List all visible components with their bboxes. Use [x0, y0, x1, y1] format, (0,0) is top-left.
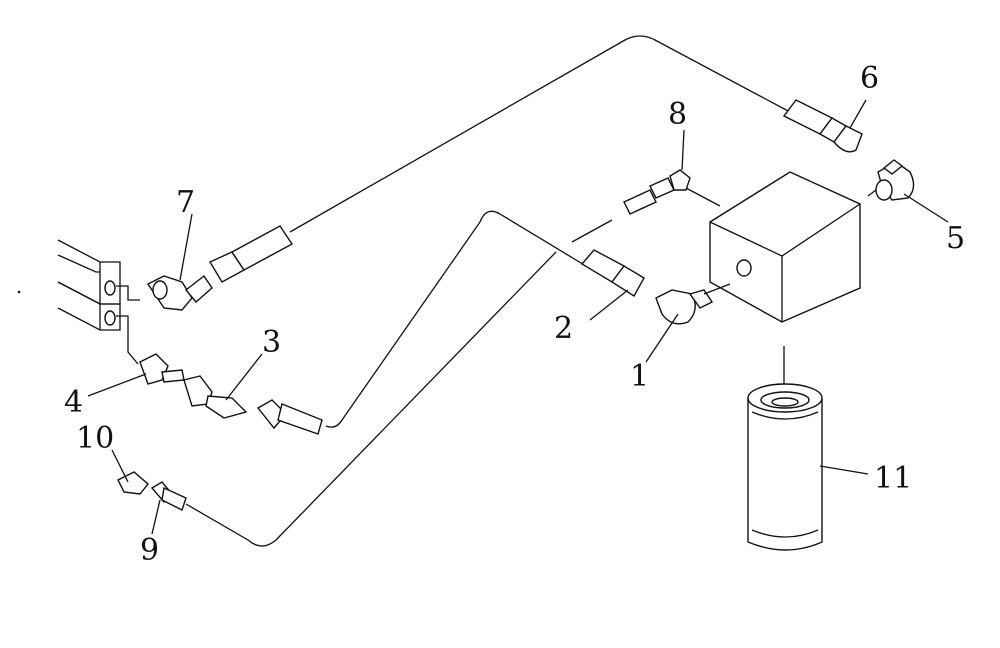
hose-end-3	[256, 399, 323, 435]
callout-8: 8	[668, 97, 687, 132]
hose-end-2	[580, 249, 645, 297]
callout-9: 9	[140, 533, 159, 568]
callout-1: 1	[630, 359, 649, 394]
hose-bottom	[185, 251, 557, 547]
callout-11: 11	[874, 461, 912, 496]
hose-end-6	[782, 99, 863, 153]
elbow-fitting-5	[875, 159, 915, 201]
callout-3: 3	[262, 325, 281, 360]
hose-middle	[325, 210, 587, 428]
fitting-10	[117, 471, 149, 495]
fitting-9	[150, 481, 187, 511]
callout-4: 4	[64, 385, 83, 420]
callout-7: 7	[176, 185, 195, 220]
callout-6: 6	[860, 61, 879, 96]
callout-10: 10	[76, 421, 114, 456]
fitting-8	[623, 169, 691, 215]
left-valve-block	[57, 239, 140, 365]
elbow-fitting-1	[655, 283, 731, 325]
filter-cartridge	[747, 346, 823, 551]
line-8	[685, 187, 721, 207]
swivel-fitting-3	[183, 375, 248, 419]
callout-2: 2	[554, 311, 573, 346]
line-8-left	[571, 219, 613, 243]
pump-block	[709, 171, 861, 323]
hose-end-7	[208, 225, 294, 283]
stray-dot	[17, 290, 21, 294]
fitting-4	[139, 353, 185, 385]
hose-top	[289, 35, 791, 233]
leader-lines	[87, 99, 949, 535]
line-5	[867, 189, 877, 197]
callout-5: 5	[946, 221, 965, 256]
elbow-fitting-7	[146, 274, 213, 311]
